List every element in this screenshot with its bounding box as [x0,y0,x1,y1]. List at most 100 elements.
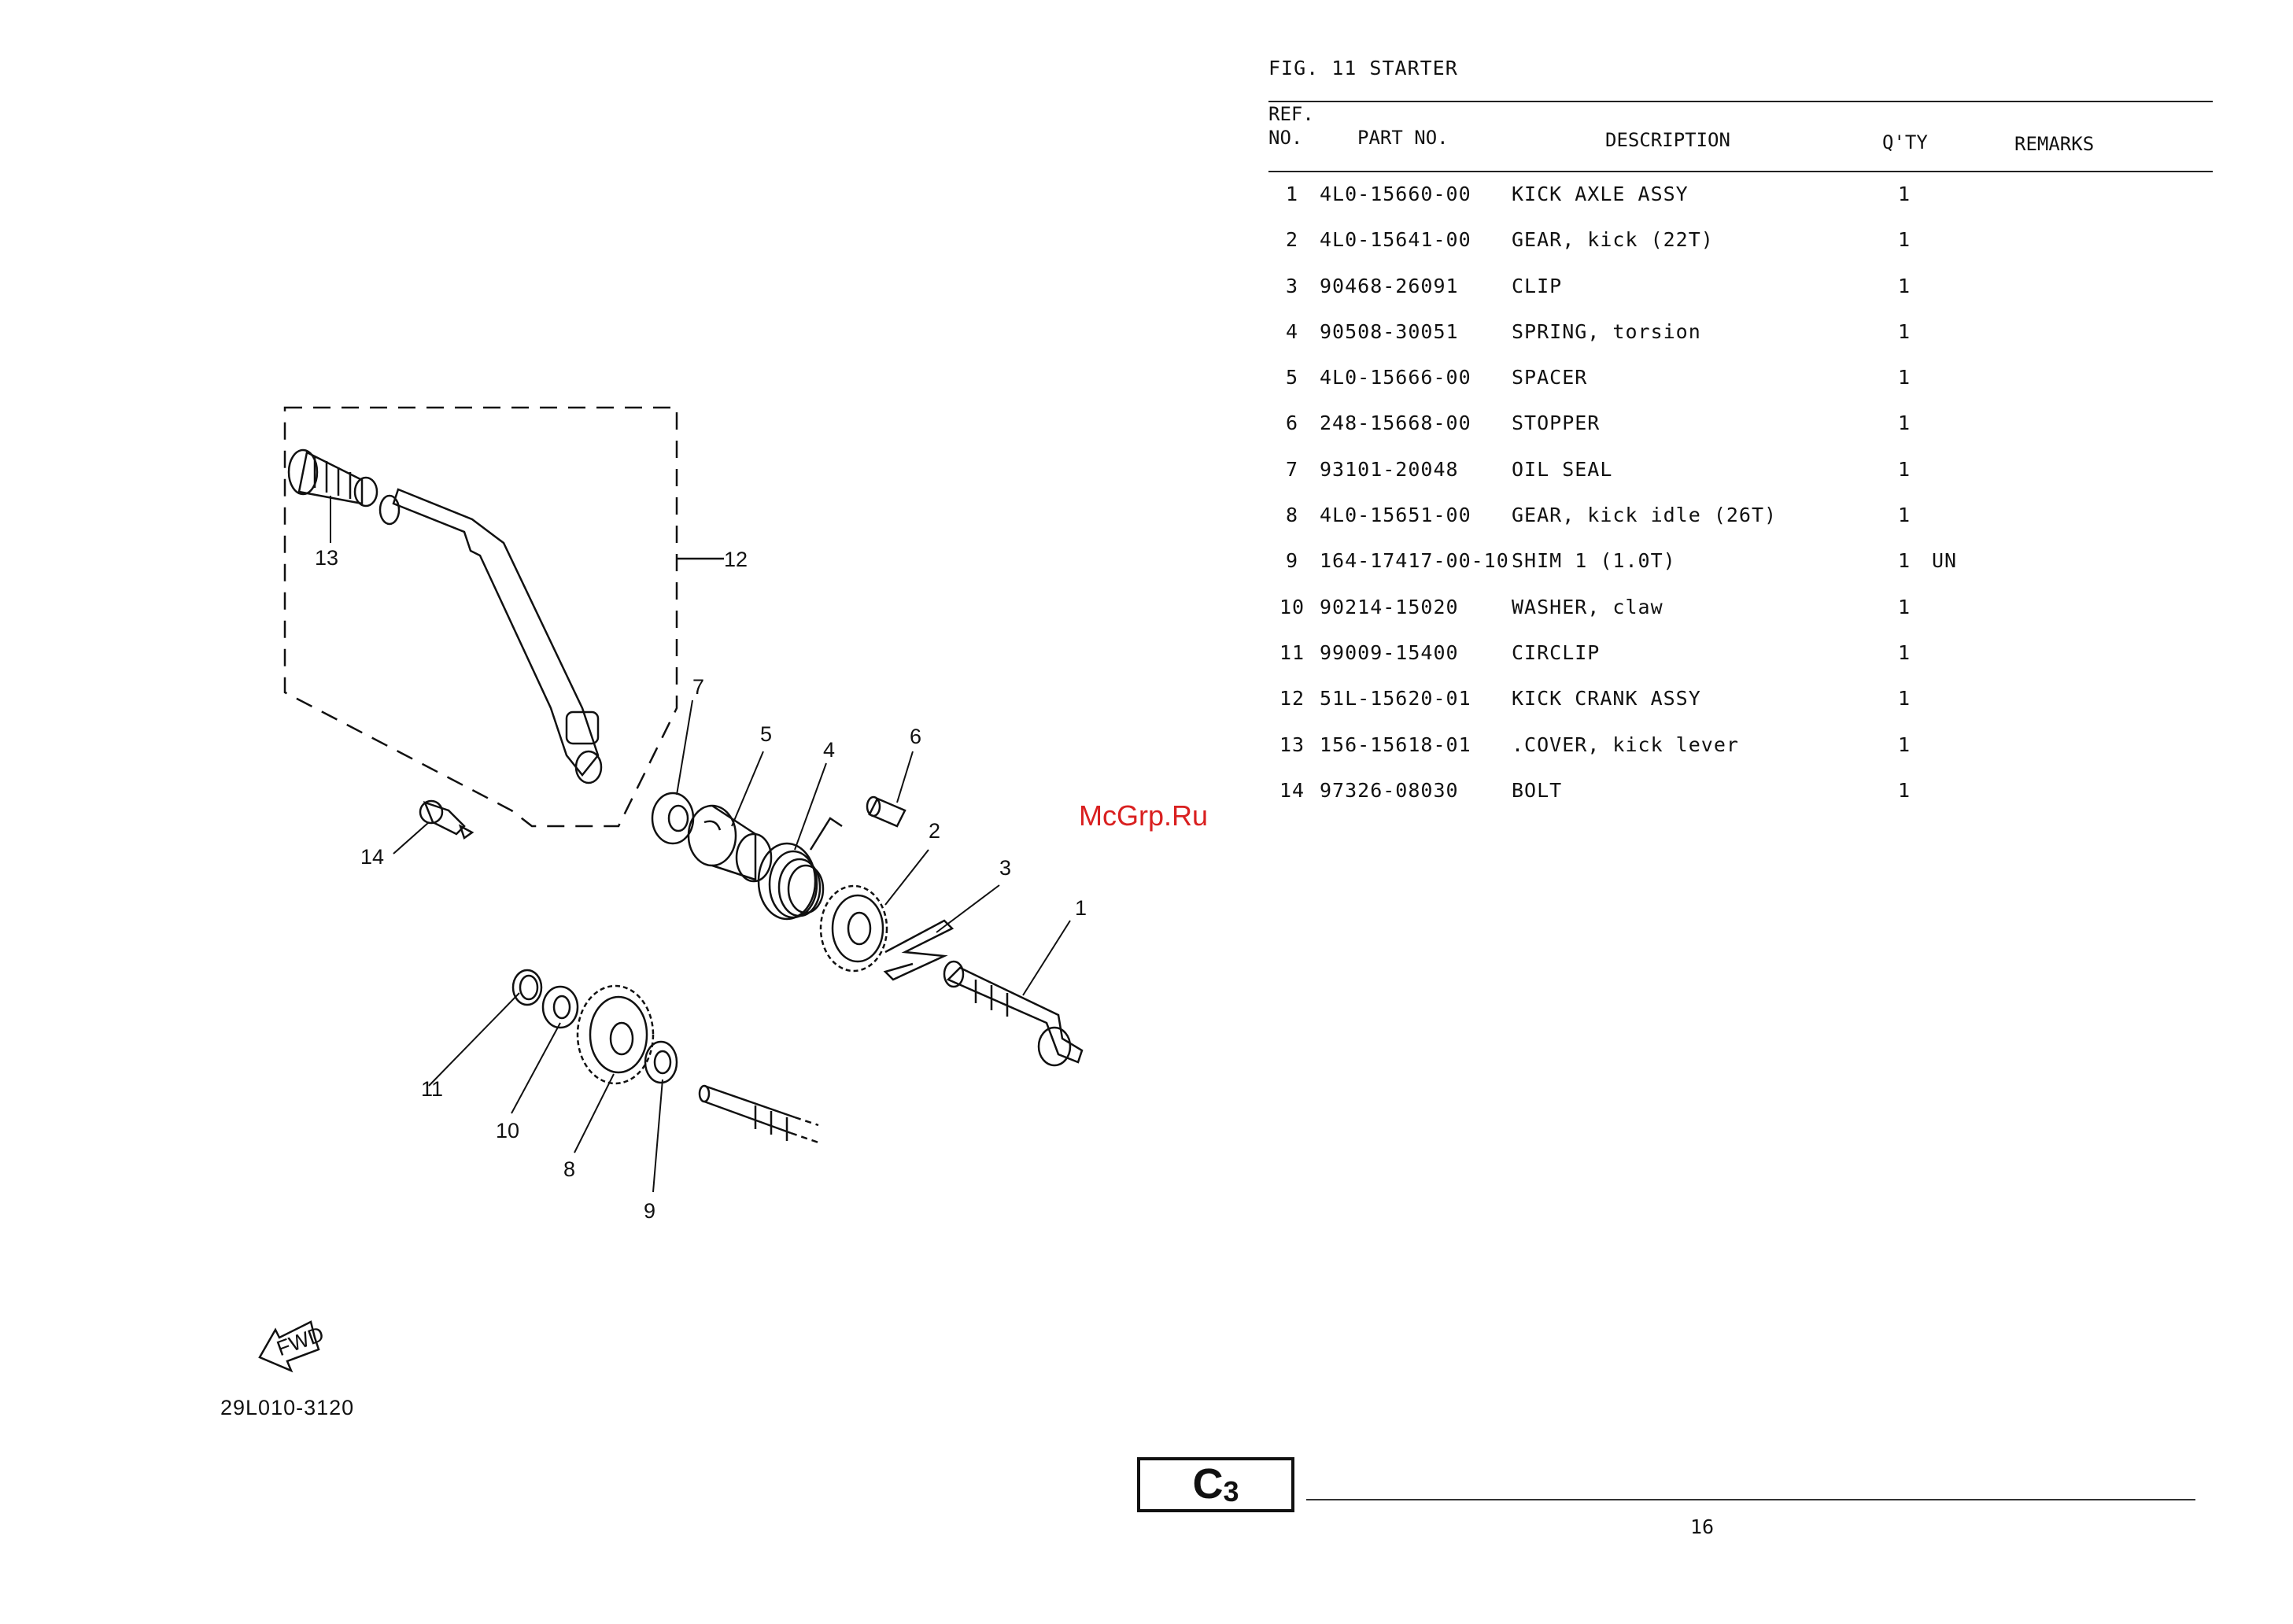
header-remarks: REMARKS [2014,133,2095,155]
callout-4: 4 [823,738,835,762]
description-cell: SHIM 1 (1.0T) [1512,549,1676,573]
shaft-reference [698,1084,819,1144]
section-letter: C [1192,1460,1224,1508]
qty-cell: 1 [1898,595,1911,618]
ref-cell: 3 [1285,274,1299,297]
callout-13: 13 [315,546,338,570]
qty-cell: 1 [1898,274,1911,297]
qty-cell: 1 [1898,778,1911,802]
leader-lines [330,496,1071,1193]
part-no-cell: 97326-08030 [1320,778,1459,802]
header-ref-no: REF. NO. [1268,103,1314,149]
ref-cell: 8 [1285,504,1299,527]
spacer-part [687,804,773,883]
description-cell: CIRCLIP [1512,640,1601,664]
part-no-cell: 156-15618-01 [1320,733,1471,756]
table-row: 6 248-15668-00 STOPPER 1 [1268,412,2213,457]
drawing-code: 29L010-3120 [220,1396,355,1419]
assembly-boundary [283,406,678,828]
fwd-arrow-icon [258,1320,320,1373]
description-cell: KICK CRANK ASSY [1512,687,1701,710]
description-cell: SPRING, torsion [1512,319,1701,343]
part-no-cell: 4L0-15660-00 [1320,183,1471,205]
callout-3: 3 [999,856,1011,880]
table-header-rule [1268,171,2213,172]
qty-cell: 1 [1898,412,1911,435]
description-cell: WASHER, claw [1512,595,1663,618]
table-row: 3 90468-26091 CLIP 1 [1268,275,2213,320]
stopper-part [866,795,906,828]
table-top-rule [1268,101,2213,102]
part-no-cell: 90508-30051 [1320,319,1459,343]
table-row: 8 4L0-15651-00 GEAR, kick idle (26T) 1 [1268,504,2213,549]
ref-cell: 13 [1279,733,1305,756]
remarks-cell: UN [1932,549,1958,573]
description-cell: KICK AXLE ASSY [1512,183,1689,205]
qty-cell: 1 [1898,549,1911,573]
callout-6: 6 [910,725,921,748]
figure-title: FIG. 11 STARTER [1268,57,1458,79]
part-no-cell: 51L-15620-01 [1320,687,1471,710]
part-no-cell: 99009-15400 [1320,640,1459,664]
section-tab: C3 [1137,1457,1294,1512]
section-number: 3 [1223,1475,1239,1508]
oil-seal-part [651,792,695,845]
ref-cell: 1 [1285,183,1299,205]
description-cell: CLIP [1512,274,1563,297]
description-cell: GEAR, kick (22T) [1512,228,1714,252]
description-cell: GEAR, kick idle (26T) [1512,504,1778,527]
callout-2: 2 [929,819,940,843]
kick-gear-part [819,884,888,973]
page-number: 16 [1690,1515,1715,1538]
part-no-cell: 93101-20048 [1320,457,1459,481]
table-row: 1 4L0-15660-00 KICK AXLE ASSY 1 [1268,183,2213,228]
description-cell: .COVER, kick lever [1512,733,1739,756]
claw-washer-part [541,985,579,1029]
header-part-no: PART NO. [1357,127,1449,149]
kick-lever-cover [287,448,378,507]
ref-cell: 10 [1279,595,1305,618]
bolt-part [419,799,474,840]
part-no-cell: 90468-26091 [1320,274,1459,297]
description-cell: STOPPER [1512,412,1601,435]
callout-11: 11 [421,1077,443,1101]
footer-rule [1306,1499,2195,1500]
watermark-link[interactable]: McGrp.Ru [1079,799,1209,832]
header-description: DESCRIPTION [1605,129,1730,151]
shim-part [644,1040,678,1084]
callout-7: 7 [692,675,704,699]
qty-cell: 1 [1898,183,1911,205]
circlip-part [511,969,543,1006]
qty-cell: 1 [1898,733,1911,756]
table-row: 4 90508-30051 SPRING, torsion 1 [1268,320,2213,366]
callout-5: 5 [760,722,772,746]
callout-1: 1 [1075,896,1087,920]
qty-cell: 1 [1898,640,1911,664]
clip-part [883,919,954,981]
ref-cell: 2 [1285,228,1299,252]
ref-cell: 11 [1279,640,1305,664]
ref-cell: 12 [1279,687,1305,710]
qty-cell: 1 [1898,319,1911,343]
description-cell: SPACER [1512,366,1588,389]
part-no-cell: 4L0-15651-00 [1320,504,1471,527]
part-no-cell: 248-15668-00 [1320,412,1471,435]
callout-12: 12 [724,548,748,571]
table-row: 11 99009-15400 CIRCLIP 1 [1268,641,2213,687]
ref-cell: 6 [1285,412,1299,435]
part-no-cell: 164-17417-00-10 [1320,549,1509,573]
ref-cell: 4 [1285,319,1299,343]
table-row: 10 90214-15020 WASHER, claw 1 [1268,596,2213,641]
callout-8: 8 [563,1157,575,1181]
qty-cell: 1 [1898,228,1911,252]
torsion-spring-part [757,817,843,921]
qty-cell: 1 [1898,504,1911,527]
part-no-cell: 90214-15020 [1320,595,1459,618]
callout-9: 9 [644,1199,655,1223]
